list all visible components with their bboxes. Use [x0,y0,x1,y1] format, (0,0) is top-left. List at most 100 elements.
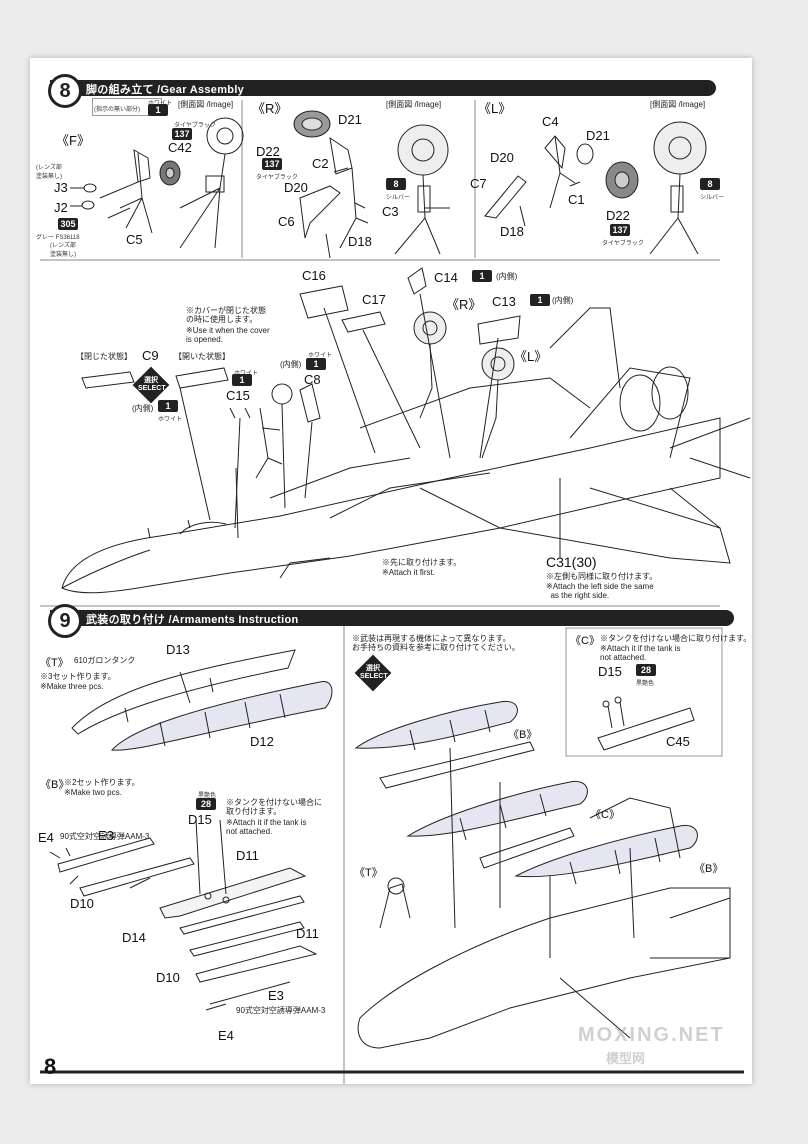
part-label-c1: C1 [568,192,585,207]
color-chip-white-c14: 1 [472,270,492,282]
t-note-jp: ※3セット作ります。 [40,672,116,681]
f-gear-drawing [70,149,181,234]
color-chip-silver-r: 8 [386,178,406,190]
part-label-d18-r: D18 [348,234,372,249]
l-side-view-label: [側面図 /Image] [650,100,706,109]
part-label-c7: C7 [470,176,487,191]
part-label-c6: C6 [278,214,295,229]
part-label-e3-bottom: E3 [268,988,284,1003]
r-gear-side-image [394,124,450,255]
watermark-en: MOXING.NET [578,1024,725,1046]
part-label-c13: C13 [492,294,516,309]
t-note-en: ※Make three pcs. [40,682,104,691]
part-label-d22-l: D22 [606,208,630,223]
b-d15-note-en: ※Attach it if the tank is not attached. [226,818,307,836]
part-label-c3: C3 [382,204,399,219]
b-missile-name-top: 90式空対空誘導弾AAM-3 [60,832,150,841]
l-tire-black-label: タイヤブラック [602,241,644,247]
color-chip-white-c13: 1 [530,294,550,306]
b-section-label: 《B》 [40,779,70,791]
color-chip-flat-black-c: 28 [636,664,656,676]
part-label-c31: C31(30) [546,554,597,570]
step9-number: 9 [48,604,82,638]
part-label-d11-top: D11 [236,848,259,863]
f-section-label: 《F》 [56,133,90,148]
cover-note-en: ※Use it when the cover is opened. [186,326,270,344]
part-label-c16: C16 [302,268,326,283]
part-label-c45: C45 [666,734,690,749]
f-lens-note-2: (レンズ部 塗装無し) [50,243,76,258]
armament-vary-note: ※武装は再現する機体によって異なります。 お手持ちの資料を参考に取り付けてくださ… [352,634,520,652]
part-label-e4-top: E4 [38,830,54,845]
page-number: 8 [44,1054,57,1079]
b-d15-note-jp: ※タンクを付けない場合に 取り付けます。 [226,798,322,816]
c9-inner-note: (内側) [132,404,154,413]
f-tire-black-label: タイヤブラック [174,123,216,129]
step8-number: 8 [48,74,82,108]
c31-note-en: ※Attach the left side the same as the ri… [546,582,654,600]
c-flat-black-label: 黒艶色 [636,681,655,687]
select-text-step9: 選択 SELECT [360,665,388,680]
part-label-d10-top: D10 [70,896,94,911]
color-chip-tire-black-l: 137 [610,224,630,236]
c14-inner-note: (内側) [496,272,518,281]
color-chip-white-c15: 1 [232,374,252,386]
assembly-t-label: 《T》 [354,867,383,879]
assembly-b-label-bottom: 《B》 [694,863,724,875]
part-label-d10-bottom: D10 [156,970,180,985]
b-note-en: ※Make two pcs. [64,788,122,797]
part-label-d15-c: D15 [598,664,622,679]
f-unpainted-note: (指示の無い部分) [94,107,140,113]
instruction-sheet: 8 脚の組み立て /Gear Assembly [30,58,752,1084]
part-label-d20-l: D20 [490,150,514,165]
part-label-c14: C14 [434,270,458,285]
opened-state-label: 【開いた状態】 [174,352,230,361]
part-label-e3-top: E3 [98,828,114,843]
r-gear-position-label: 《R》 [446,297,482,312]
r-gear-drawing [293,110,369,259]
f-gear-side-image [179,117,244,249]
aircraft-drawing-step9 [354,700,731,1049]
assembly-c-label: 《C》 [590,809,620,821]
l-gear-drawing [484,135,639,227]
pylon-c-drawing [597,696,695,751]
part-label-c15: C15 [226,388,250,403]
color-chip-tire-black-r: 137 [262,158,282,170]
part-label-d14: D14 [122,930,146,945]
select-text: 選択 SELECT [138,377,166,392]
color-chip-flat-black-b: 28 [196,798,216,810]
c9-white-label: ホワイト [158,417,183,423]
part-label-d21-l: D21 [586,128,610,143]
c-note-jp: ※タンクを付けない場合に取り付けます。 [600,634,752,643]
f-grey-name: グレー FS36118 [36,235,80,241]
pylon-b-drawing [49,819,318,1011]
part-label-d11-bottom: D11 [296,926,319,941]
color-chip-grey: 305 [58,218,78,230]
c8-white-label: ホワイト [308,353,333,359]
c13-inner-note: (内側) [552,296,574,305]
watermark-cn: 模型网 [606,1051,646,1066]
r-section-label: 《R》 [252,101,288,116]
b-flat-black-label: 黒艶色 [198,793,217,799]
main-parts-drawing [81,267,561,558]
r-silver-label: シルバー [386,195,411,201]
attach-first-jp: ※先に取り付けます。 [382,558,462,567]
b-note-jp: ※2セット作ります。 [64,778,140,787]
part-label-d13: D13 [166,642,190,657]
l-silver-label: シルバー [700,195,725,201]
part-label-c42: C42 [168,140,192,155]
part-label-d12: D12 [250,734,274,749]
step9-title: 武装の取り付け /Armaments Instruction [86,614,299,626]
color-chip-white: 1 [148,104,168,116]
part-label-d22-r: D22 [256,144,280,159]
closed-state-label: 【閉じた状態】 [76,352,132,361]
tank-drawing-t [71,649,333,751]
c-section-label: 《C》 [570,635,600,647]
step8-header: 8 脚の組み立て /Gear Assembly [48,74,716,108]
b-missile-name-bottom: 90式空対空誘導弾AAM-3 [236,1006,326,1015]
color-chip-white-c8: 1 [306,358,326,370]
part-label-d15-b: D15 [188,812,212,827]
part-label-c17: C17 [362,292,386,307]
t-section-label: 《T》 [40,657,69,669]
part-label-d18-l: D18 [500,224,524,239]
